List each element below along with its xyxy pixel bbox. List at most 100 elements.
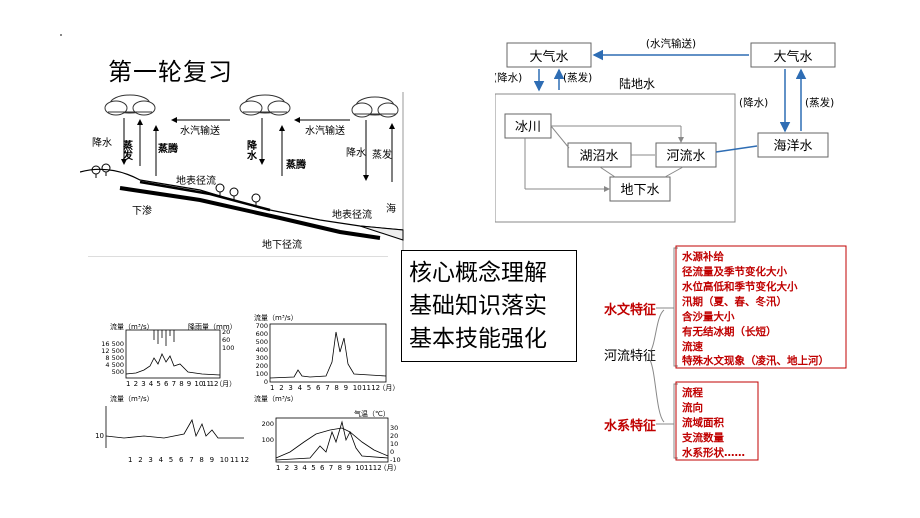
svg-text:降水: 降水 [92, 136, 112, 149]
system-feature-label: 水系特征 [604, 418, 656, 434]
svg-text:水源补给: 水源补给 [681, 250, 724, 263]
tree-icons [91, 163, 261, 206]
svg-text:径流量及季节变化大小: 径流量及季节变化大小 [682, 265, 787, 278]
svg-text:蒸发: 蒸发 [372, 148, 392, 161]
glacier-box [504, 113, 552, 139]
x-tick-label: 9 [344, 384, 348, 392]
sea-shape [359, 225, 404, 241]
x-tick-label: 9 [210, 456, 214, 464]
cloud-icon-1 [104, 94, 156, 116]
ocean-box [757, 132, 829, 158]
x-tick-label: 7 [189, 456, 193, 464]
svg-text:20: 20 [222, 328, 230, 336]
hydro-items-box [675, 245, 847, 369]
x-tick-label: 6 [179, 456, 184, 464]
svg-text:700: 700 [256, 322, 268, 330]
x-tick-label: 4 [149, 380, 154, 388]
svg-text:海洋水: 海洋水 [773, 139, 812, 154]
slide-title: 第一轮复习 [108, 58, 233, 86]
x-tick-label: 11 [364, 464, 373, 472]
ground-line [80, 168, 404, 231]
x-tick-label: 10 [355, 464, 364, 472]
svg-text:流量（m³/s）: 流量（m³/s） [254, 313, 298, 322]
x-tick-label: 12 [371, 384, 380, 392]
x-tick-label: 1 [128, 456, 132, 464]
x-tick-label: 7 [325, 384, 329, 392]
svg-text:地下水: 地下水 [620, 183, 659, 198]
svg-text:地表径流: 地表径流 [176, 174, 216, 187]
svg-text:流域面积: 流域面积 [682, 416, 724, 429]
svg-text:有无结冰期（长短）: 有无结冰期（长短） [682, 325, 777, 338]
svg-text:60: 60 [222, 336, 230, 344]
groundwater-box [609, 176, 671, 202]
hydro-cycle-sketch: 降水 蒸发 蒸腾 水汽输送 降水 蒸腾 水汽输送 降水 蒸发 地表径流 下渗 地… [80, 92, 404, 251]
svg-text:降水: 降水 [245, 139, 258, 161]
x-tick-label: 5 [311, 464, 315, 472]
svg-text:下渗: 下渗 [132, 204, 152, 217]
x-unit-label: （月） [380, 464, 401, 472]
swamp-box [567, 142, 632, 168]
atm-left-label: 大气水 [529, 49, 568, 65]
hydro-items: 水源补给 径流量及季节变化大小 水位高低和季节变化大小 汛期（夏、春、冬汛） 含… [681, 250, 829, 367]
svg-text:水系形状……: 水系形状…… [681, 446, 745, 459]
x-tick-label: 10 [353, 384, 362, 392]
glacier-swamp-line [550, 125, 570, 149]
core-concepts-box: 核心概念理解 基础知识落实 基本技能强化 [401, 250, 577, 362]
svg-text:蒸腾: 蒸腾 [158, 142, 179, 155]
svg-text:200: 200 [256, 362, 268, 370]
svg-text:100: 100 [256, 370, 268, 378]
svg-text:100: 100 [222, 344, 234, 352]
svg-text:水位高低和季节变化大小: 水位高低和季节变化大小 [681, 280, 798, 293]
svg-text:水汽输送: 水汽输送 [180, 124, 220, 137]
x-unit-label: （月） [378, 384, 399, 392]
svg-text:流量（m³/s）: 流量（m³/s） [110, 394, 154, 403]
svg-text:12 500: 12 500 [101, 347, 124, 355]
svg-text:流量（m³/s）: 流量（m³/s） [254, 394, 298, 403]
x-tick-label: 11 [230, 456, 239, 464]
atm-right-label: 大气水 [773, 49, 812, 65]
x-tick-label: 2 [279, 384, 283, 392]
x-tick-label: 6 [316, 384, 321, 392]
svg-text:含沙量大小: 含沙量大小 [682, 310, 735, 323]
x-tick-label: 8 [334, 384, 338, 392]
surface-flow [139, 180, 271, 212]
svg-text:8 500: 8 500 [105, 354, 124, 362]
x-tick-label: 2 [285, 464, 289, 472]
x-tick-label: 4 [159, 456, 164, 464]
root-label: 河流特征 [604, 349, 656, 364]
system-items: 流程 流向 流域面积 支流数量 水系形状…… [681, 386, 745, 459]
x-tick-label: 3 [141, 380, 145, 388]
svg-text:降水: 降水 [346, 146, 366, 159]
x-tick-label: 3 [294, 464, 298, 472]
river-ocean-line [715, 145, 758, 153]
hydro-feature-label: 水文特征 [604, 302, 656, 318]
precip-right-label: (降水) [739, 96, 768, 109]
svg-text:-10: -10 [390, 456, 401, 464]
svg-text:冰川: 冰川 [515, 120, 541, 135]
evap-left-label: (蒸发) [563, 71, 592, 84]
x-tick-label: 11 [202, 380, 211, 388]
svg-text:500: 500 [112, 368, 124, 376]
svg-text:30: 30 [390, 424, 398, 432]
divider-line [88, 256, 388, 257]
x-tick-label: 2 [134, 380, 138, 388]
svg-text:流程: 流程 [682, 386, 703, 399]
svg-text:汛期（夏、春、冬汛）: 汛期（夏、春、冬汛） [682, 295, 787, 308]
x-tick-label: 9 [187, 380, 191, 388]
svg-text:600: 600 [256, 330, 268, 338]
x-tick-label: 7 [172, 380, 176, 388]
x-tick-label: 12 [373, 464, 382, 472]
svg-text:200: 200 [262, 420, 274, 428]
transport-label: (水汽输送) [646, 37, 696, 50]
x-tick-label: 5 [169, 456, 173, 464]
x-tick-label: 12 [210, 380, 219, 388]
x-tick-label: 8 [199, 456, 203, 464]
x-tick-label: 4 [298, 384, 303, 392]
evap-right-label: (蒸发) [805, 96, 834, 109]
svg-text:降雨量（mm）: 降雨量（mm） [188, 322, 237, 331]
svg-text:流向: 流向 [682, 401, 703, 414]
water-cycle-diagram: 大气水 大气水 (水汽输送) (降水) (蒸发) 陆地水 冰川 湖沼水 河流水 … [495, 37, 836, 223]
river-ground-line [664, 166, 684, 178]
